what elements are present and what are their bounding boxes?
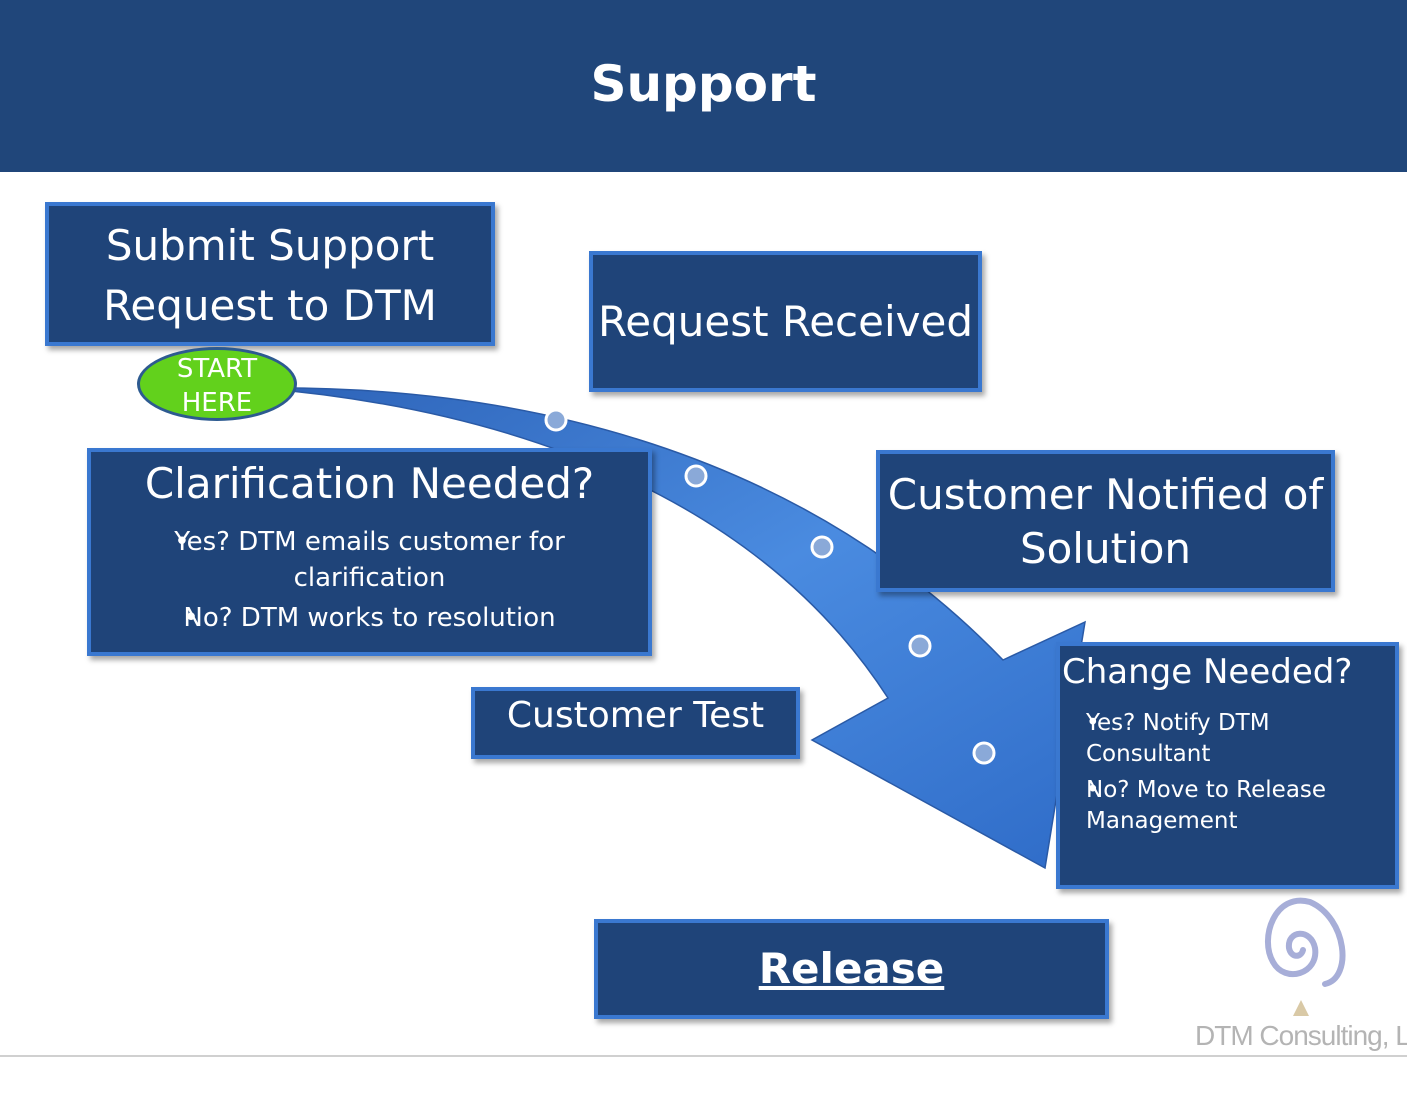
footer-divider — [0, 1055, 1407, 1057]
change-title: Change Needed? — [1062, 652, 1353, 692]
change-bullet-no: No? Move to Release Management — [1062, 775, 1395, 837]
release-management-link[interactable]: Release Management — [696, 944, 1007, 1085]
clarification-bullet-yes: Yes? DTM emails customer for clarificati… — [91, 524, 648, 596]
change-bullet-no-line1: No? Move to Release — [1086, 777, 1327, 803]
change-bullets: Yes? Notify DTM Consultant No? Move to R… — [1062, 708, 1395, 837]
start-label-line2: HERE — [181, 388, 253, 418]
step-dot — [972, 741, 996, 765]
step-customer-test-label: Customer Test — [506, 695, 765, 736]
step-request-received: Request Received — [589, 251, 982, 392]
step-change-needed: Change Needed? Yes? Notify DTM Consultan… — [1056, 642, 1399, 889]
clarification-bullet-yes-line1: Yes? DTM emails customer for — [174, 527, 565, 557]
step-dot — [908, 634, 932, 658]
change-bullet-yes: Yes? Notify DTM Consultant — [1062, 708, 1395, 770]
clarification-title: Clarification Needed? — [144, 459, 595, 508]
step-notified-line2: Solution — [1019, 524, 1192, 573]
page-title: Support — [590, 55, 817, 113]
step-dot — [810, 535, 834, 559]
clarification-bullet-yes-line2: clarification — [293, 563, 446, 593]
step-customer-test: Customer Test — [471, 687, 800, 759]
step-customer-notified: Customer Notified of Solution — [876, 450, 1335, 592]
step-received-label: Request Received — [597, 297, 974, 346]
step-release-management[interactable]: Release Management — [594, 919, 1109, 1085]
dtm-spiral-logo — [1265, 897, 1346, 1016]
header-banner — [0, 0, 1407, 172]
company-logo-text: DTM Consulting, LLC — [1195, 1020, 1407, 1051]
change-bullet-no-line2: Management — [1086, 808, 1238, 834]
start-label-line1: START — [176, 354, 258, 384]
start-here-badge: START HERE — [137, 347, 297, 421]
clarification-bullets: Yes? DTM emails customer for clarificati… — [91, 524, 648, 636]
clarification-bullet-no-text: No? DTM works to resolution — [183, 603, 556, 633]
step-clarification-needed: Clarification Needed? Yes? DTM emails cu… — [87, 448, 652, 656]
step-submit-line1: Submit Support — [105, 221, 435, 270]
step-submit-request: Submit Support Request to DTM — [45, 202, 495, 346]
step-notified-line1: Customer Notified of — [887, 470, 1324, 519]
change-bullet-yes-line2: Consultant — [1086, 741, 1211, 767]
change-bullet-yes-line1: Yes? Notify DTM — [1086, 710, 1270, 736]
clarification-bullet-no: No? DTM works to resolution — [91, 600, 648, 636]
step-dot — [544, 408, 568, 432]
step-submit-line2: Request to DTM — [103, 281, 437, 330]
process-arrow — [259, 387, 1086, 870]
step-dot — [684, 464, 708, 488]
